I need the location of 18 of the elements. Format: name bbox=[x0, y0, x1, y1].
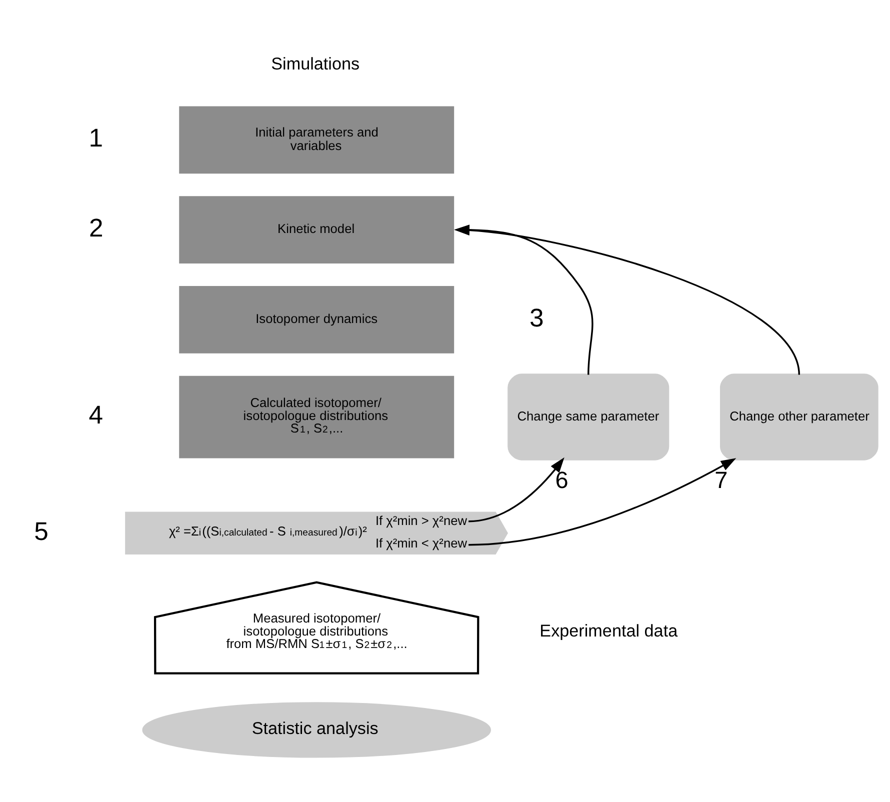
node-box: Change same parameter bbox=[508, 373, 670, 460]
node-box: Isotopomer dynamics bbox=[176, 283, 456, 355]
edge-label: 7 bbox=[714, 466, 728, 492]
node-label: 2 bbox=[89, 214, 104, 242]
node-ellipse: Statistic analysis bbox=[142, 702, 491, 758]
node-box: Change other parameter bbox=[720, 373, 878, 460]
node-label: 1 bbox=[88, 124, 103, 152]
node-label: 3 bbox=[530, 304, 544, 332]
edge-label: 6 bbox=[555, 466, 568, 492]
node-box: Initial parameters and variables bbox=[176, 104, 456, 176]
node-label: 4 bbox=[88, 401, 103, 430]
arrow bbox=[468, 456, 564, 522]
node-label: Experimental data bbox=[540, 621, 678, 640]
label: Simulations bbox=[271, 54, 360, 74]
node-label: 5 bbox=[34, 517, 48, 546]
arrow bbox=[468, 458, 736, 546]
node-box: Calculated isotopomer/ isotopologue distributions S1, S2,... bbox=[176, 373, 456, 460]
node-box: Kinetic model bbox=[176, 193, 456, 266]
